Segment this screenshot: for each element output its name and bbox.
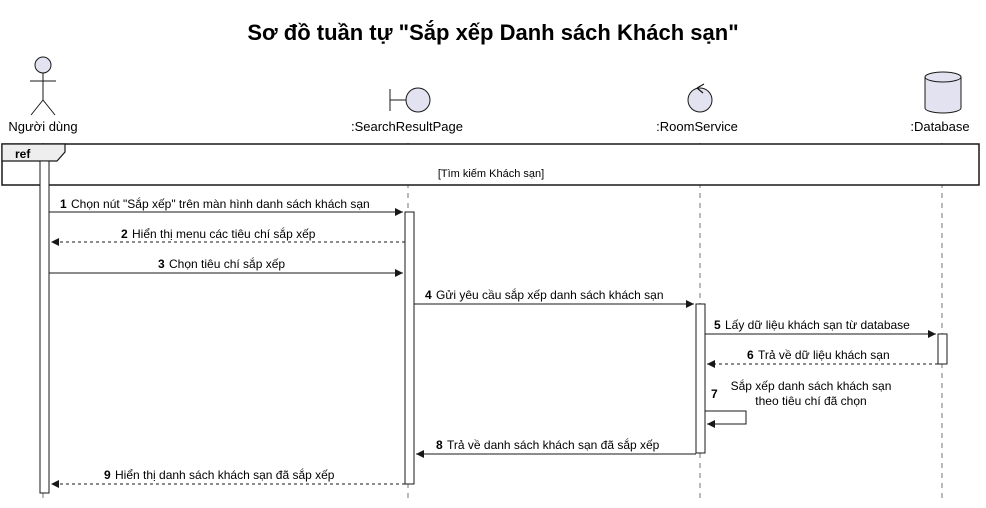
message-text: Hiển thị danh sách khách sạn đã sắp xếp [115,467,335,482]
message-number: 1 [60,197,67,211]
message-9: 9 Hiển thị danh sách khách sạn đã sắp xế… [51,467,405,488]
message-number: 8 [436,438,443,452]
message-number: 5 [714,318,721,332]
message-text: Lấy dữ liệu khách sạn từ database [725,318,910,332]
activation-bar-user [39,160,50,494]
ref-fragment: ref [Tìm kiếm Khách sạn] [1,143,980,186]
participant-label-service: :RoomService [656,119,738,134]
activation-bar-db [937,333,948,365]
message-number: 9 [104,468,111,482]
ref-tag: ref [15,147,31,161]
activation-bar-service [695,303,706,454]
message-7: 7 Sắp xếp danh sách khách sạn theo tiêu … [705,378,892,428]
message-number: 4 [425,288,432,302]
message-1: 1 Chọn nút "Sắp xếp" trên màn hình danh … [49,196,403,216]
boundary-icon [389,87,431,113]
message-text: Hiển thị menu các tiêu chí sắp xếp [132,226,316,241]
message-text-line-1: Sắp xếp danh sách khách sạn [731,378,892,393]
participant-label-db: :Database [910,119,969,134]
message-8: 8 Trả về danh sách khách sạn đã sắp xếp [416,437,696,458]
activation-bar-page [404,211,415,485]
control-icon [687,83,713,113]
message-5: 5 Lấy dữ liệu khách sạn từ database [705,318,936,338]
database-icon [924,71,962,114]
message-text-line-2: theo tiêu chí đã chọn [755,394,866,408]
message-text: Trả về danh sách khách sạn đã sắp xếp [447,437,660,452]
participant-label-user: Người dùng [8,119,77,134]
message-6: 6 Trả về dữ liệu khách sạn [707,348,938,368]
ref-text: [Tìm kiếm Khách sạn] [438,168,544,180]
participant-label-page: :SearchResultPage [351,119,463,134]
actor-icon [30,56,56,116]
message-text: Chọn nút "Sắp xếp" trên màn hình danh sá… [71,196,370,211]
message-4: 4 Gửi yêu cầu sắp xếp danh sách khách sạ… [414,287,694,308]
diagram-title: Sơ đồ tuần tự "Sắp xếp Danh sách Khách s… [247,20,738,45]
message-number: 6 [747,348,754,362]
message-text: Gửi yêu cầu sắp xếp danh sách khách sạn [436,287,664,302]
message-text: Trả về dữ liệu khách sạn [758,348,890,362]
message-number: 3 [158,257,165,271]
message-number: 7 [711,387,718,401]
message-3: 3 Chọn tiêu chí sắp xếp [49,256,403,277]
message-2: 2 Hiển thị menu các tiêu chí sắp xếp [51,226,405,246]
message-text: Chọn tiêu chí sắp xếp [169,256,285,271]
message-number: 2 [121,227,128,241]
